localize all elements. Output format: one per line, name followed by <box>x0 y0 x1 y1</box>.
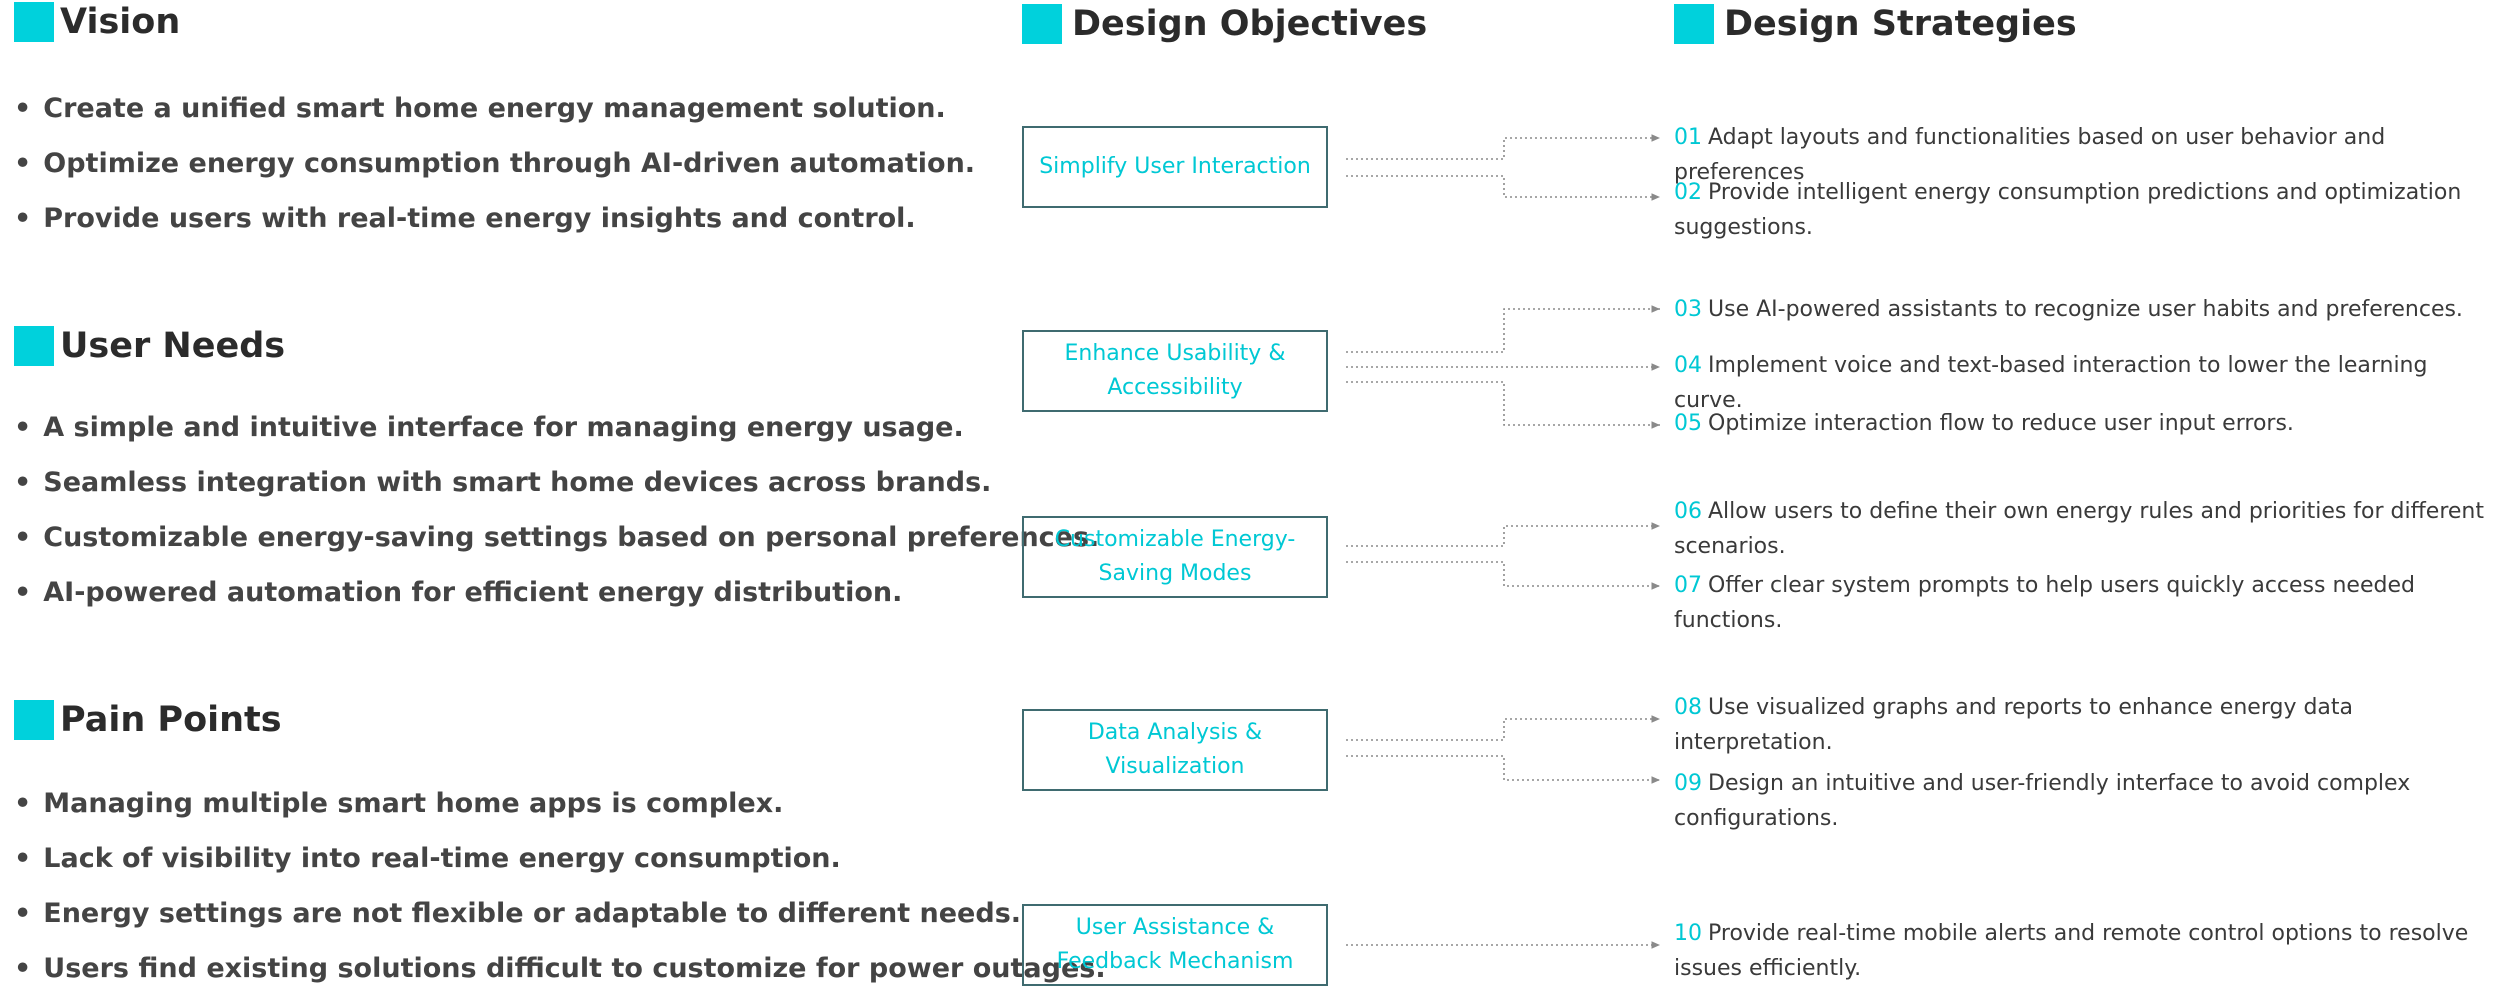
list-item: •Create a unified smart home energy mana… <box>14 93 946 124</box>
design-strategies-heading: Design Strategies <box>1674 4 2077 44</box>
connector-arrow <box>1346 755 1660 784</box>
vision-heading: Vision <box>14 2 180 42</box>
objective-box: Data Analysis & Visualization <box>1022 709 1328 791</box>
accent-square-icon <box>14 700 54 740</box>
list-item: •Customizable energy-saving settings bas… <box>14 522 1100 553</box>
connector-arrow <box>1346 134 1660 160</box>
accent-square-icon <box>1674 4 1714 44</box>
connector-arrow <box>1346 381 1660 429</box>
list-item: •Provide users with real-time energy ins… <box>14 203 916 234</box>
list-item: •Seamless integration with smart home de… <box>14 467 992 498</box>
list-item: •Optimize energy consumption through AI-… <box>14 148 976 179</box>
list-item: •Lack of visibility into real-time energ… <box>14 843 841 874</box>
connector-arrow <box>1346 175 1660 201</box>
objective-box: User Assistance & Feedback Mechanism <box>1022 904 1328 986</box>
list-item: •A simple and intuitive interface for ma… <box>14 412 964 443</box>
user-needs-title: User Needs <box>60 326 286 366</box>
design-objectives-title: Design Objectives <box>1072 4 1428 44</box>
accent-square-icon <box>14 326 54 366</box>
accent-square-icon <box>14 2 54 42</box>
list-item: •Managing multiple smart home apps is co… <box>14 788 784 819</box>
vision-title: Vision <box>60 2 181 42</box>
connector-arrow <box>1346 561 1660 590</box>
connector-arrow <box>1346 305 1660 353</box>
connector-arrow <box>1346 715 1660 741</box>
list-item: •AI-powered automation for efficient ene… <box>14 577 903 608</box>
connector-arrow <box>1346 522 1660 547</box>
objective-box: Enhance Usability & Accessibility <box>1022 330 1328 412</box>
pain-points-title: Pain Points <box>60 700 282 740</box>
design-objectives-heading: Design Objectives <box>1022 4 1427 44</box>
accent-square-icon <box>1022 4 1062 44</box>
pain-points-heading: Pain Points <box>14 700 282 740</box>
list-item: •Users find existing solutions difficult… <box>14 953 1106 984</box>
user-needs-heading: User Needs <box>14 326 285 366</box>
objective-box: Customizable Energy-Saving Modes <box>1022 516 1328 598</box>
list-item: •Energy settings are not flexible or ada… <box>14 898 1022 929</box>
objective-box: Simplify User Interaction <box>1022 126 1328 208</box>
design-strategies-title: Design Strategies <box>1724 4 2077 44</box>
